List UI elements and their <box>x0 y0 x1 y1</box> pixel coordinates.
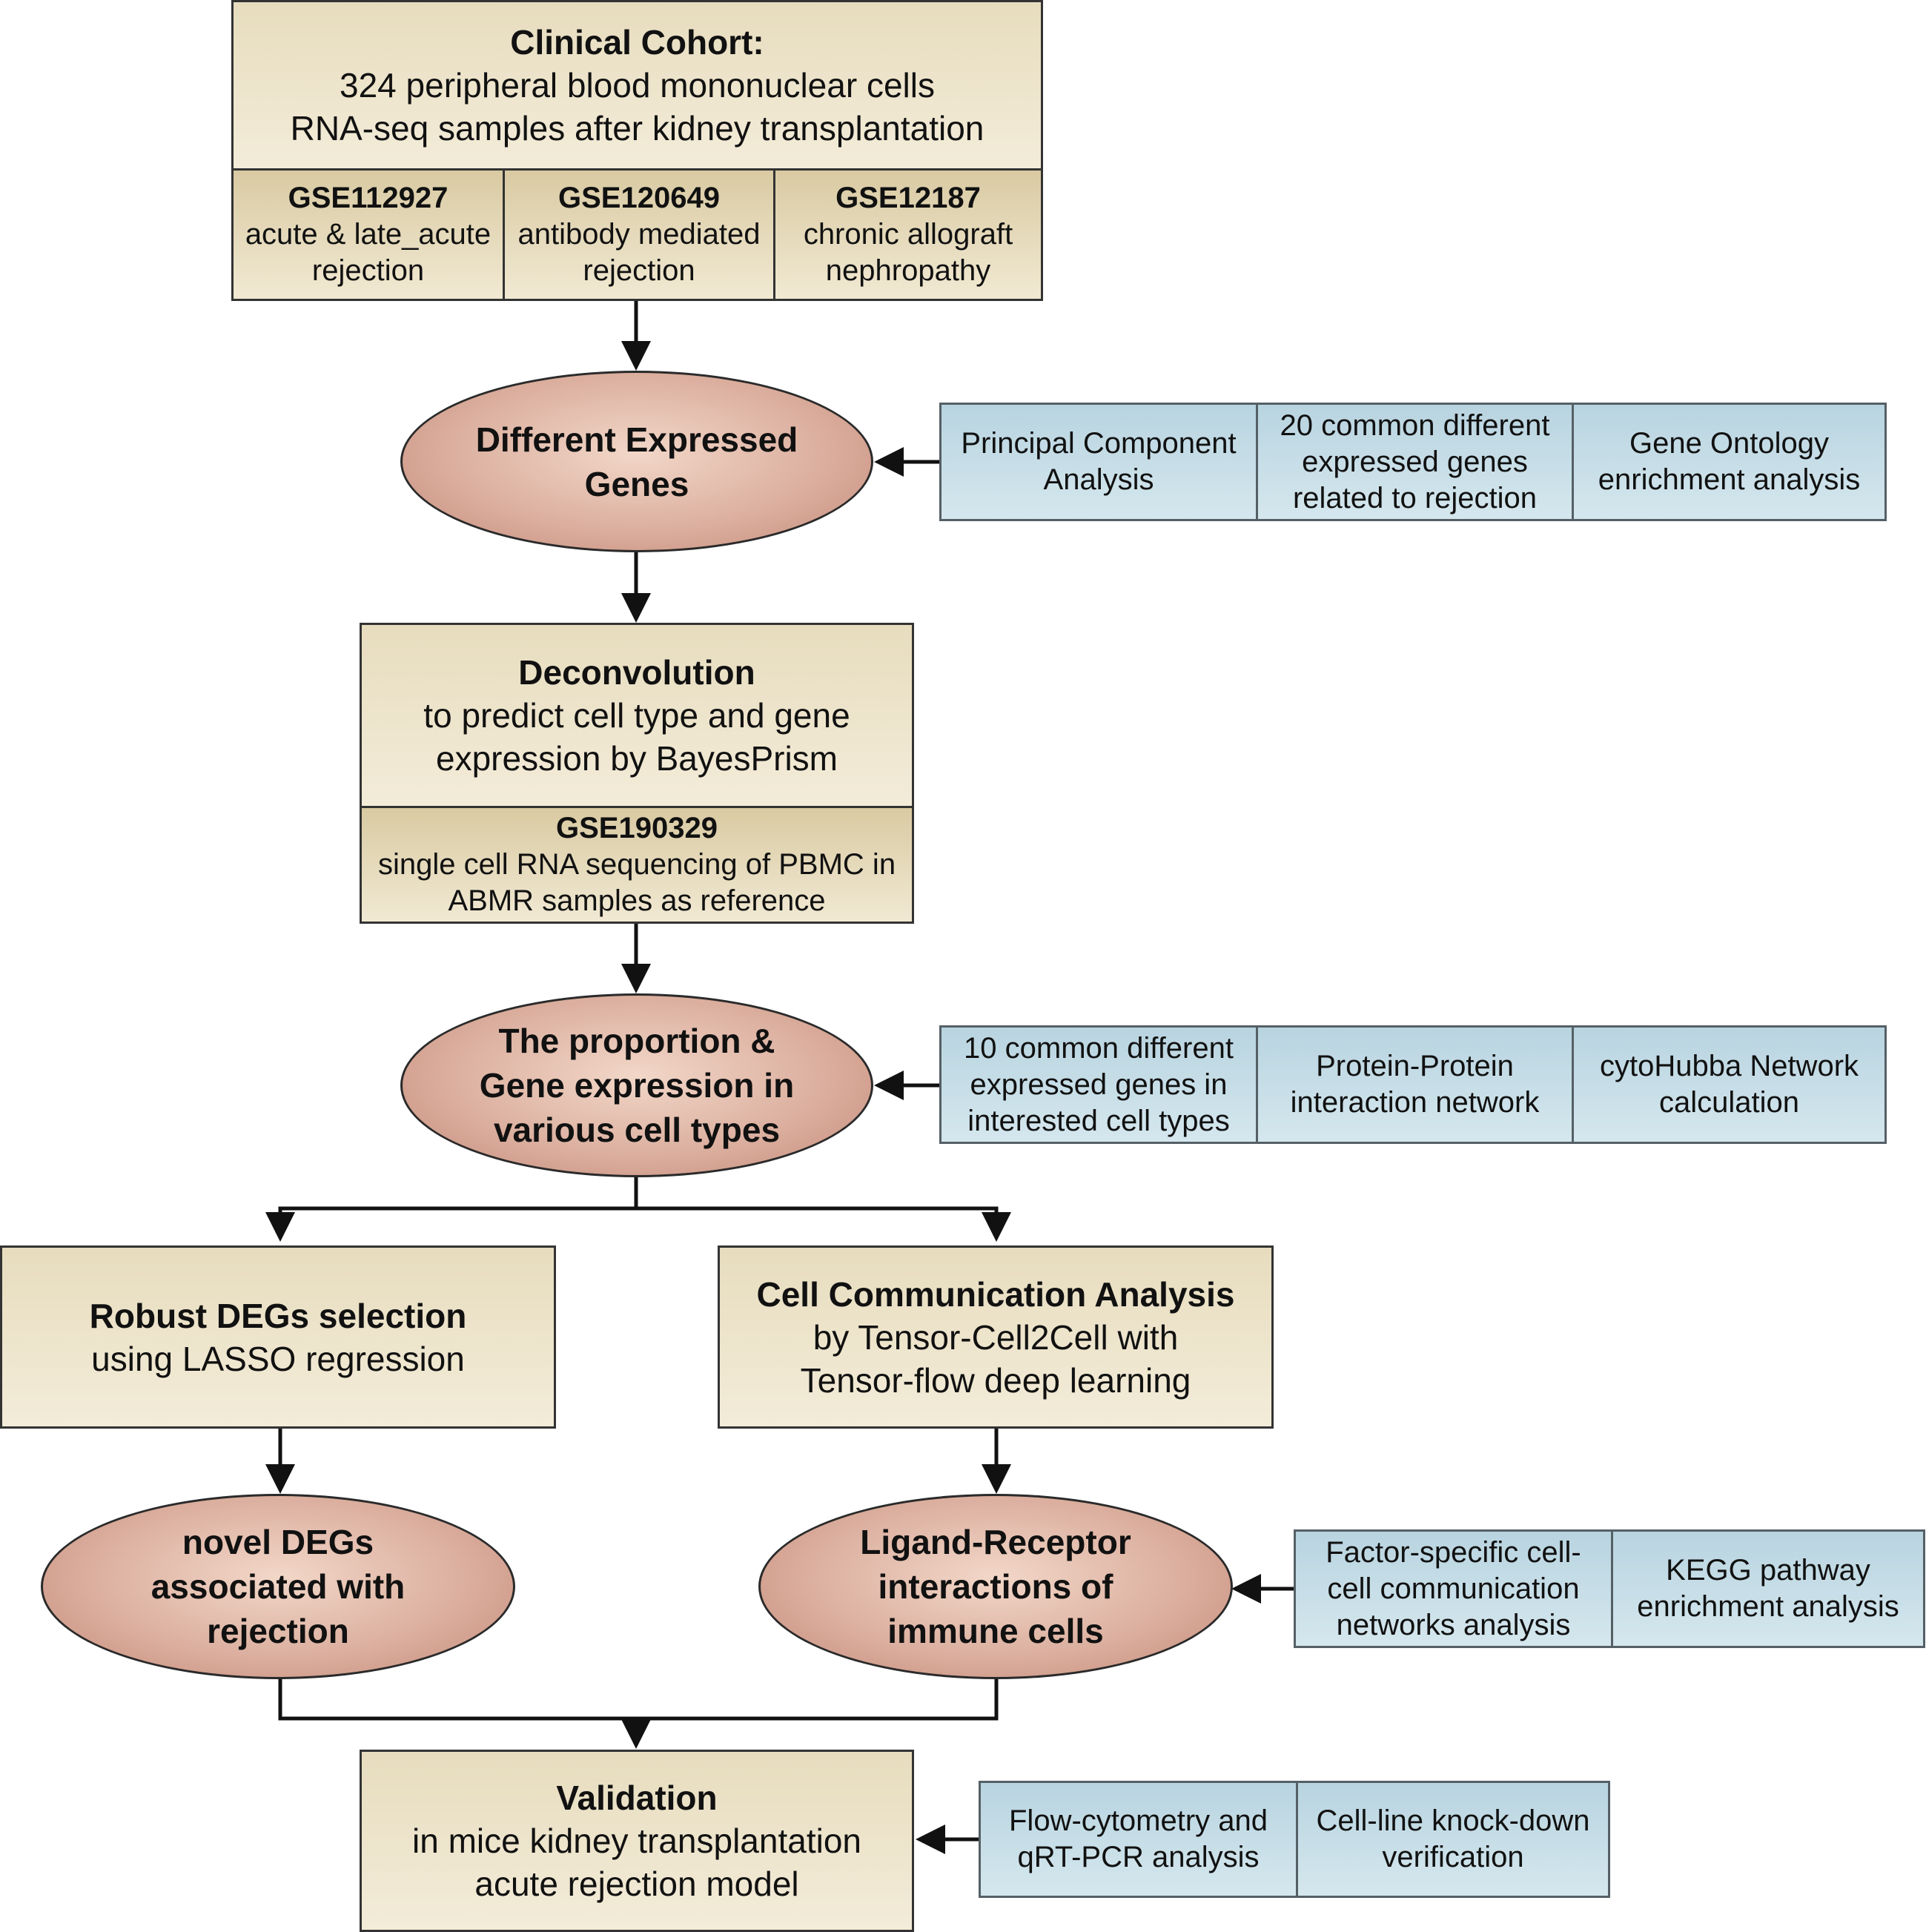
cell-line: expressed genes in <box>970 1068 1228 1101</box>
dataset-id: GSE12187 <box>835 182 981 214</box>
deg-ellipse: Different Expressed Genes <box>400 371 873 552</box>
common-genes-cell: 20 common different expressed genes rela… <box>1256 405 1572 519</box>
cell-communication-box: Cell Communication Analysis by Tensor-Ce… <box>718 1245 1274 1429</box>
cell-line: related to rejection <box>1292 481 1538 515</box>
dataset-id: GSE112927 <box>288 182 449 214</box>
deg-line-2: Genes <box>584 464 689 503</box>
ligand-line-1: Ligand-Receptor <box>860 1523 1131 1561</box>
knockdown-cell: Cell-line knock-down verification <box>1296 1783 1608 1896</box>
ligand-line-3: immune cells <box>887 1612 1104 1650</box>
proportion-line-1: The proportion & <box>498 1022 775 1060</box>
comm-line-2: Tensor-flow deep learning <box>800 1360 1191 1400</box>
comm-title: Cell Communication Analysis <box>756 1274 1235 1314</box>
cell-line: interested cell types <box>967 1104 1230 1137</box>
reference-id: GSE190329 <box>556 812 718 844</box>
cell-line: Protein-Protein <box>1316 1050 1514 1082</box>
kegg-cell: KEGG pathway enrichment analysis <box>1611 1532 1923 1646</box>
validation-line-2: acute rejection model <box>474 1865 799 1903</box>
cell-line: verification <box>1382 1841 1524 1873</box>
comm-line-1: by Tensor-Cell2Cell with <box>813 1317 1179 1357</box>
split-line-right <box>636 1206 1011 1242</box>
factor-specific-cell: Factor-specific cell- cell communication… <box>1296 1532 1611 1646</box>
robust-title: Robust DEGs selection <box>89 1296 467 1335</box>
cohort-line-2: RNA-seq samples after kidney transplanta… <box>290 109 984 148</box>
flow-cytometry-cell: Flow-cytometry and qRT-PCR analysis <box>981 1783 1296 1896</box>
cell-line: Principal Component <box>961 427 1237 460</box>
robust-degs-box: Robust DEGs selection using LASSO regres… <box>0 1245 556 1429</box>
validation-title: Validation <box>556 1779 718 1817</box>
cohort-datasets: GSE112927 acute & late_acute rejection G… <box>231 168 1043 301</box>
dataset-id: GSE120649 <box>558 182 720 214</box>
cell-line: Gene Ontology <box>1629 427 1830 460</box>
proportion-methods-panel: 10 common different expressed genes in i… <box>939 1025 1887 1144</box>
validation-line-1: in mice kidney transplantation <box>412 1822 861 1860</box>
cell-line: cell communication <box>1327 1572 1580 1605</box>
ligand-receptor-ellipse: Ligand-Receptor interactions of immune c… <box>758 1494 1233 1679</box>
cell-line: cytoHubba Network <box>1599 1050 1859 1082</box>
cell-line: Analysis <box>1043 463 1154 496</box>
dataset-line-2: rejection <box>311 254 425 287</box>
ppi-network-cell: Protein-Protein interaction network <box>1256 1028 1572 1142</box>
dataset-line-2: nephropathy <box>825 254 991 287</box>
cohort-line-1: 324 peripheral blood mononuclear cells <box>340 66 935 105</box>
dataset-gse12187: GSE12187 chronic allograft nephropathy <box>773 171 1041 299</box>
cell-line: networks analysis <box>1336 1608 1571 1641</box>
proportion-ellipse: The proportion & Gene expression in vari… <box>400 993 873 1177</box>
validation-methods-panel: Flow-cytometry and qRT-PCR analysis Cell… <box>979 1781 1610 1898</box>
cell-line: Factor-specific cell- <box>1326 1535 1581 1569</box>
cell-line: 10 common different <box>964 1031 1234 1065</box>
reference-line-2: ABMR samples as reference <box>448 884 826 917</box>
dataset-line-1: chronic allograft <box>803 218 1013 251</box>
deconvolution-box: Deconvolution to predict cell type and g… <box>360 623 914 808</box>
cohort-title: Clinical Cohort: <box>510 23 764 62</box>
novel-degs-ellipse: novel DEGs associated with rejection <box>41 1494 515 1679</box>
dataset-line-2: rejection <box>583 254 695 287</box>
merge-line <box>278 1678 999 1721</box>
novel-line-3: rejection <box>207 1612 349 1650</box>
novel-line-1: novel DEGs <box>182 1523 374 1561</box>
cell-line: KEGG pathway <box>1666 1554 1870 1587</box>
cytohubba-cell: cytoHubba Network calculation <box>1572 1028 1884 1142</box>
cell-line: calculation <box>1658 1086 1799 1119</box>
clinical-cohort-box: Clinical Cohort: 324 peripheral blood mo… <box>231 0 1043 171</box>
robust-line-1: using LASSO regression <box>91 1339 465 1378</box>
dataset-gse112927: GSE112927 acute & late_acute rejection <box>234 171 503 299</box>
cell-line: Flow-cytometry and <box>1009 1804 1268 1837</box>
dataset-gse120649: GSE120649 antibody mediated rejection <box>503 171 773 299</box>
proportion-line-2: Gene expression in <box>479 1066 795 1105</box>
cell-line: qRT-PCR analysis <box>1017 1841 1260 1873</box>
reference-line-1: single cell RNA sequencing of PBMC in <box>377 848 896 881</box>
cell-line: interaction network <box>1290 1086 1540 1119</box>
deconvolution-title: Deconvolution <box>518 653 755 692</box>
deconvolution-line-2: expression by BayesPrism <box>436 739 838 778</box>
cell-line: expressed genes <box>1302 445 1528 478</box>
deg-line-1: Different Expressed <box>475 420 798 459</box>
novel-line-2: associated with <box>150 1567 406 1606</box>
dataset-line-1: acute & late_acute <box>245 218 492 251</box>
common-genes-celltypes-cell: 10 common different expressed genes in i… <box>942 1028 1256 1142</box>
cell-line: 20 common different <box>1280 408 1550 442</box>
ligand-line-2: interactions of <box>878 1567 1113 1606</box>
deconvolution-line-1: to predict cell type and gene <box>423 696 850 735</box>
cell-line: Cell-line knock-down <box>1316 1804 1590 1837</box>
deconvolution-reference: GSE190329 single cell RNA sequencing of … <box>360 806 914 924</box>
split-line <box>265 1176 638 1242</box>
deg-methods-panel: Principal Component Analysis 20 common d… <box>939 403 1887 521</box>
pca-cell: Principal Component Analysis <box>942 405 1256 519</box>
cell-line: enrichment analysis <box>1637 1590 1899 1623</box>
cell-line: enrichment analysis <box>1598 463 1861 496</box>
dataset-line-1: antibody mediated <box>517 218 761 251</box>
go-enrichment-cell: Gene Ontology enrichment analysis <box>1572 405 1884 519</box>
proportion-line-3: various cell types <box>493 1111 781 1149</box>
validation-box: Validation in mice kidney transplantatio… <box>360 1750 914 1932</box>
ligand-methods-panel: Factor-specific cell- cell communication… <box>1294 1529 1925 1648</box>
